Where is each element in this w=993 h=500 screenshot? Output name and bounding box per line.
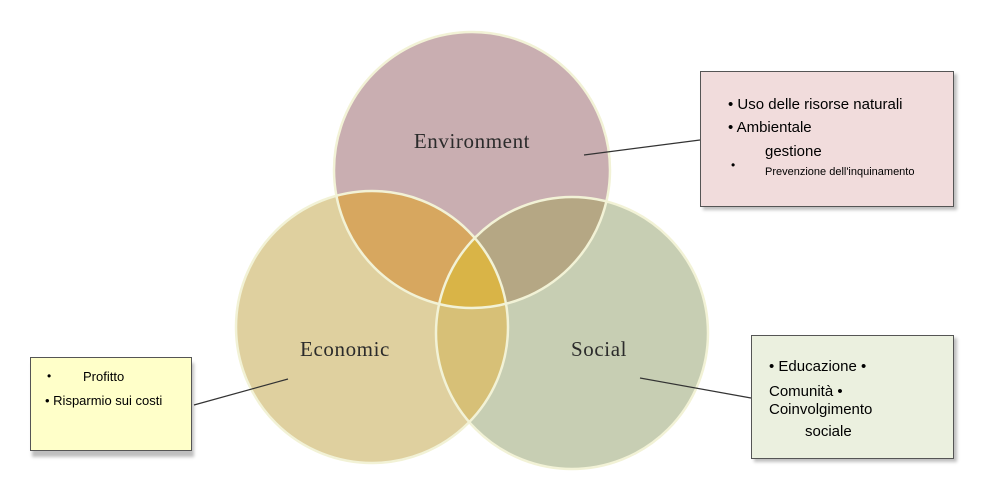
economic-bullet: • bbox=[47, 369, 52, 383]
environment-connector-line bbox=[583, 139, 701, 156]
environment-label: Environment bbox=[414, 129, 530, 153]
social-item-community: Comunità • bbox=[769, 383, 843, 400]
environment-social-overlap bbox=[436, 197, 610, 308]
social-outline bbox=[434, 195, 710, 471]
environment-economic-overlap bbox=[334, 191, 508, 308]
social-connector-line bbox=[639, 377, 752, 399]
environment-bullet: • bbox=[731, 158, 736, 172]
economic-label: Economic bbox=[300, 337, 390, 361]
economic-callout-box: • Profitto • Risparmio sui costi bbox=[30, 357, 192, 451]
economic-connector-line bbox=[193, 378, 289, 406]
economic-item-cost-savings: • Risparmio sui costi bbox=[45, 393, 163, 408]
social-label: Social bbox=[571, 337, 627, 361]
environment-item-pollution-prevention: Prevenzione dell'inquinamento bbox=[765, 166, 915, 178]
social-item-engagement: Coinvolgimento bbox=[769, 401, 873, 418]
economic-item-profit: Profitto bbox=[83, 369, 125, 384]
environment-outline bbox=[332, 30, 612, 310]
environment-callout-box: • Uso delle risorse naturali • Ambiental… bbox=[700, 71, 954, 207]
environment-item-environmental: • Ambientale bbox=[728, 119, 812, 136]
environment-item-management: gestione bbox=[765, 143, 822, 160]
social-item-social: sociale bbox=[805, 423, 852, 440]
environment-item-natural-resources: • Uso delle risorse naturali bbox=[728, 96, 903, 113]
social-callout-box: • Educazione • Comunità • Coinvolgimento… bbox=[751, 335, 954, 459]
economic-outline bbox=[234, 189, 510, 465]
social-item-education: • Educazione • bbox=[769, 358, 867, 375]
